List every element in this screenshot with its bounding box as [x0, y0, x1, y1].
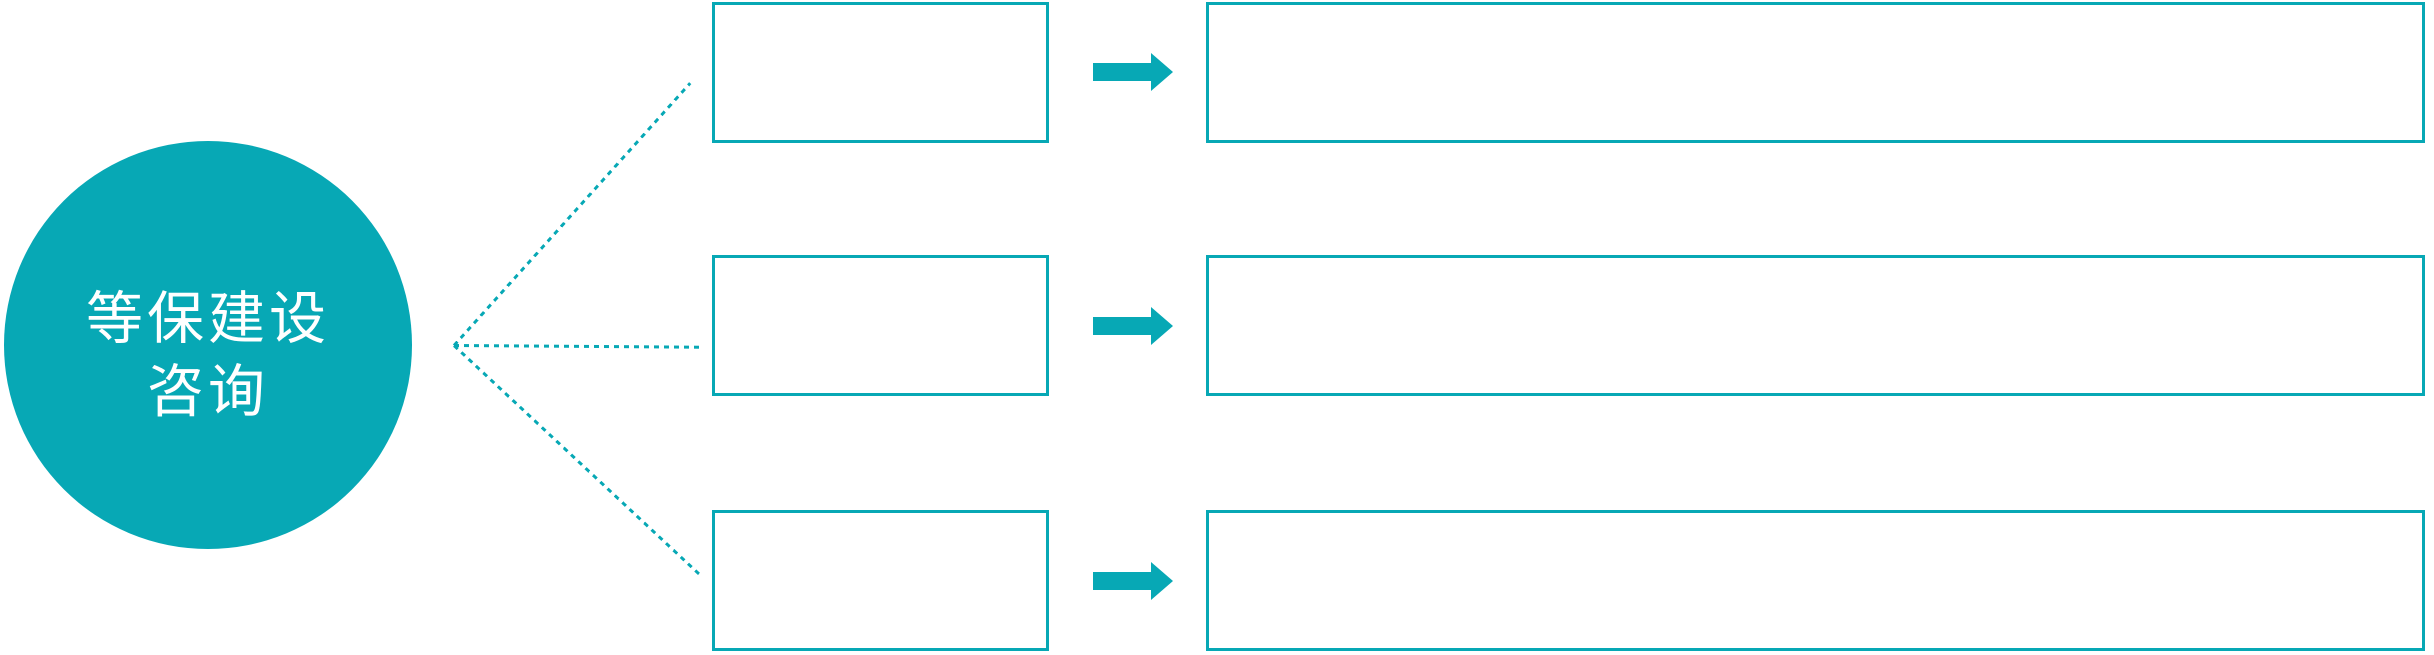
middle-box-3 [712, 510, 1049, 651]
connector-line-bottom [452, 344, 702, 577]
right-arrow-icon-3 [1093, 562, 1173, 600]
right-box-3 [1206, 510, 2425, 651]
middle-box-2 [712, 255, 1049, 396]
topic-circle-label-line1: 等保建设 [86, 287, 330, 351]
right-box-2 [1206, 255, 2425, 396]
topic-circle-label: 等保建设 咨询 [86, 261, 330, 429]
connector-line-middle [453, 344, 703, 349]
right-arrow-icon-2 [1093, 307, 1173, 345]
connector-line-top [452, 82, 692, 347]
right-arrow-icon-1 [1093, 53, 1173, 91]
topic-circle-label-line2: 咨询 [147, 360, 269, 424]
right-box-1 [1206, 2, 2425, 143]
topic-circle: 等保建设 咨询 [4, 141, 412, 549]
middle-box-1 [712, 2, 1049, 143]
